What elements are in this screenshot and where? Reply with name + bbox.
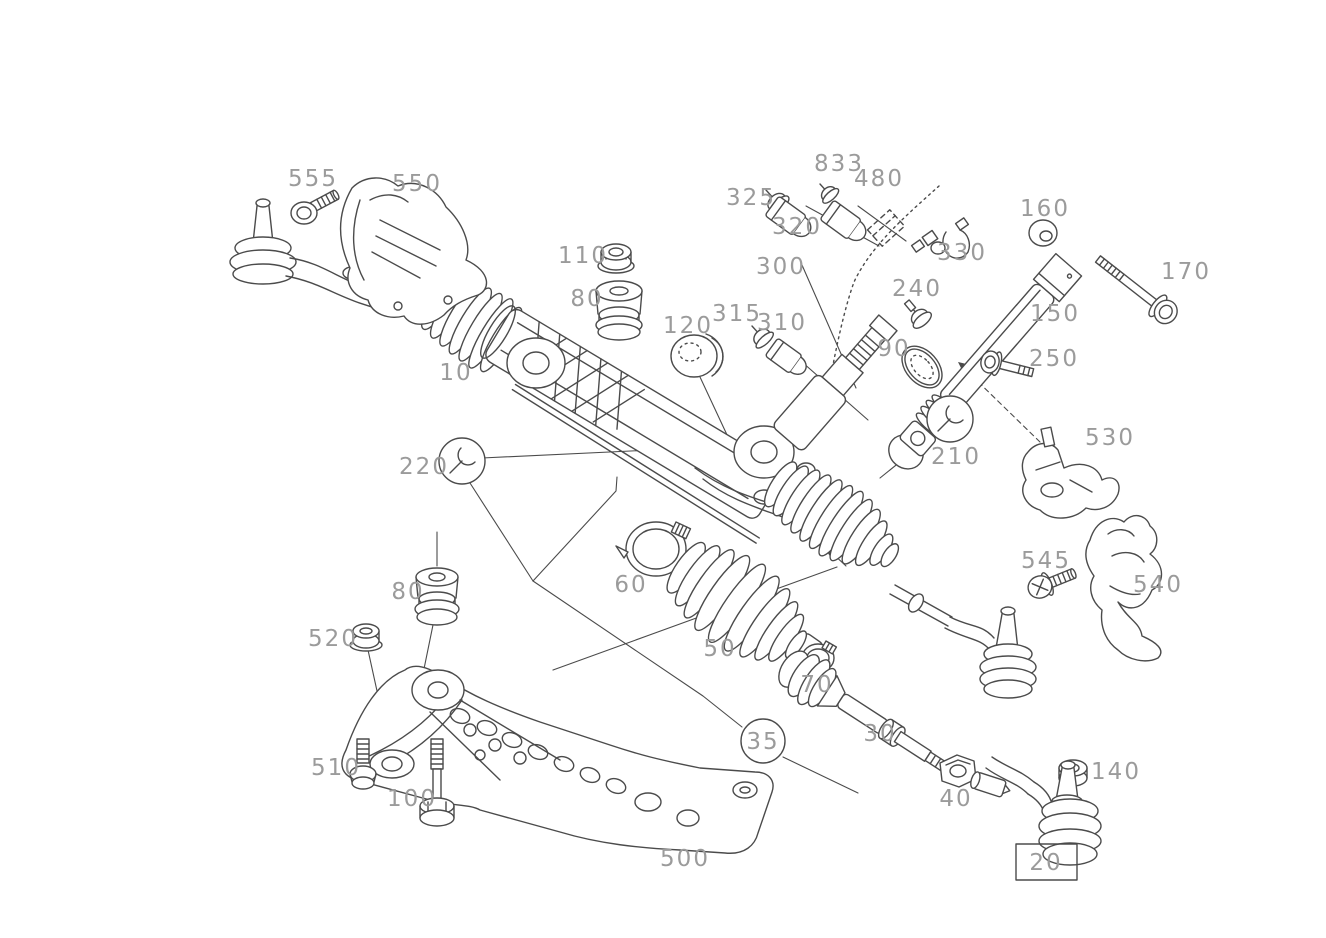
part-label-500[interactable]: 500 [660, 846, 710, 872]
selected-part-highlight [1015, 843, 1078, 881]
part-label-555[interactable]: 555 [288, 166, 338, 192]
wrench-callout-220 [438, 437, 486, 485]
clamp-60 [615, 521, 692, 577]
rack-mount-boss-left [506, 337, 566, 389]
part-label-140[interactable]: 140 [1091, 759, 1141, 785]
part-label-150[interactable]: 150 [1030, 301, 1080, 327]
wrench-callout-210 [926, 395, 974, 443]
part-label-320[interactable]: 320 [772, 214, 822, 240]
sensor-315 [751, 325, 775, 349]
bolt-240 [903, 299, 933, 329]
steering-rack-assembly [229, 198, 1037, 699]
bracket-550 [339, 177, 488, 325]
bolt-170 [1094, 255, 1178, 325]
part-label-210[interactable]: 210 [931, 444, 981, 470]
washer-160 [1028, 219, 1058, 247]
part-label-520[interactable]: 520 [308, 626, 358, 652]
part-label-550[interactable]: 550 [392, 171, 442, 197]
part-label-80-lower[interactable]: 80 [391, 579, 424, 605]
part-label-170[interactable]: 170 [1161, 259, 1211, 285]
inner-tie-rod-30 [778, 650, 958, 778]
tie-rod-end-20 [985, 756, 1102, 866]
part-label-300[interactable]: 300 [756, 254, 806, 280]
bolt-100 [419, 738, 455, 827]
part-label-100[interactable]: 100 [387, 786, 437, 812]
part-label-545[interactable]: 545 [1021, 548, 1071, 574]
part-label-330[interactable]: 330 [937, 240, 987, 266]
sensor-480 [820, 200, 867, 242]
harness-connector-300 [866, 209, 906, 247]
part-label-530[interactable]: 530 [1085, 425, 1135, 451]
seal-90 [901, 345, 943, 389]
part-label-325[interactable]: 325 [726, 185, 776, 211]
part-label-510[interactable]: 510 [311, 755, 361, 781]
bushing-80-lower [414, 567, 460, 626]
bolt-545 [1027, 568, 1077, 599]
tie-rod-end-right [889, 584, 1037, 699]
part-label-315[interactable]: 315 [712, 301, 762, 327]
sensor-320 [765, 196, 812, 238]
bolt-510 [349, 738, 377, 790]
part-label-70[interactable]: 70 [800, 672, 833, 698]
part-label-90[interactable]: 90 [877, 336, 910, 362]
heat-shield-540 [1085, 515, 1163, 662]
part-label-480[interactable]: 480 [854, 166, 904, 192]
part-label-60[interactable]: 60 [614, 572, 647, 598]
sensor-310 [765, 338, 807, 375]
part-label-540[interactable]: 540 [1133, 572, 1183, 598]
bushing-80-upper [595, 280, 643, 341]
part-label-50[interactable]: 50 [703, 636, 736, 662]
part-label-833[interactable]: 833 [814, 151, 864, 177]
bolt-250 [980, 350, 1035, 378]
bolt-555 [290, 189, 340, 225]
part-label-20[interactable]: 20 [1029, 850, 1062, 876]
part-label-30[interactable]: 30 [863, 721, 896, 747]
bracket-530 [1021, 426, 1120, 519]
part-label-110[interactable]: 110 [558, 243, 608, 269]
nut-40 [939, 754, 1011, 798]
group-callout-35 [740, 718, 786, 764]
part-label-120[interactable]: 120 [663, 313, 713, 339]
clamp-330 [910, 217, 971, 259]
grommet-120 [670, 333, 724, 378]
part-label-40[interactable]: 40 [939, 786, 972, 812]
part-label-80-upper[interactable]: 80 [570, 286, 603, 312]
part-label-240[interactable]: 240 [892, 276, 942, 302]
subframe-500 [341, 665, 774, 854]
part-label-35[interactable]: 35 [746, 729, 779, 755]
part-label-220[interactable]: 220 [399, 454, 449, 480]
nut-520 [349, 623, 383, 652]
sensor-833 [819, 183, 840, 204]
nut-110 [597, 243, 635, 274]
part-label-310[interactable]: 310 [757, 310, 807, 336]
part-label-250[interactable]: 250 [1029, 346, 1079, 372]
part-label-160[interactable]: 160 [1020, 196, 1070, 222]
rack-boot-right [763, 461, 900, 568]
part-label-10[interactable]: 10 [439, 360, 472, 386]
